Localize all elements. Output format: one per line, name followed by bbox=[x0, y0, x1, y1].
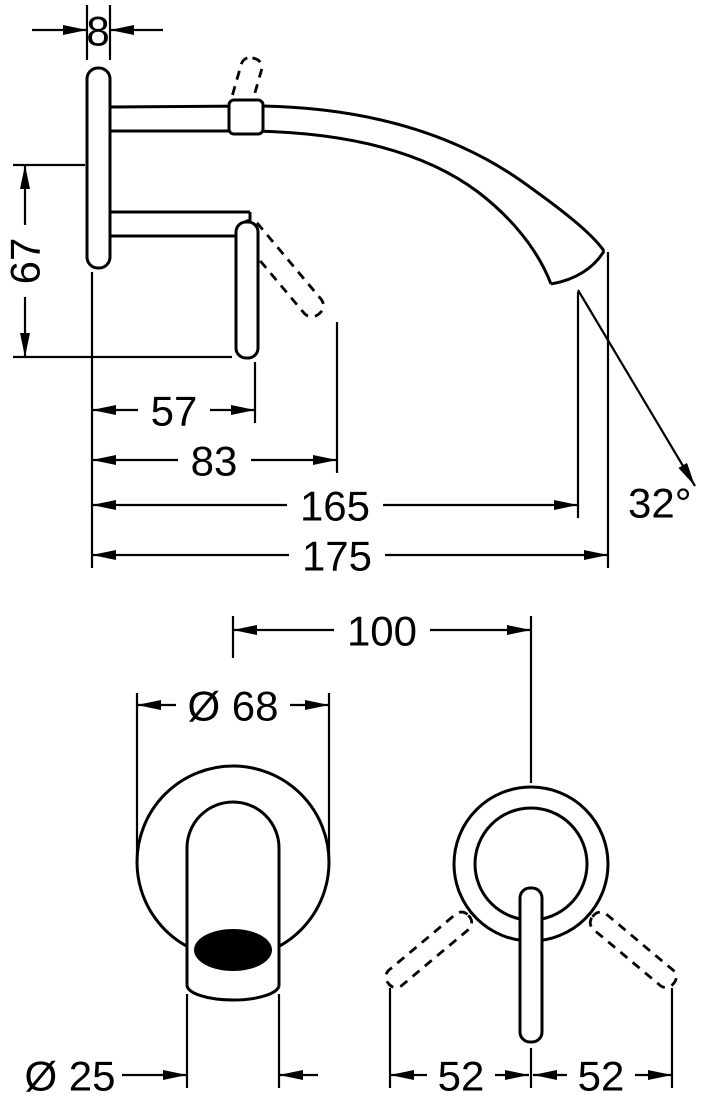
lever-side bbox=[234, 220, 260, 360]
spout-bottom-contour bbox=[110, 129, 553, 285]
handle-lever-front bbox=[518, 886, 544, 1044]
dim-label-d68: Ø 68 bbox=[187, 683, 278, 730]
dim-height-67: 67 bbox=[2, 163, 232, 359]
dim-escutcheon-diameter: Ø 68 bbox=[135, 683, 331, 858]
dim-label-d25: Ø 25 bbox=[24, 1053, 115, 1100]
dim-depth-57: 57 bbox=[92, 362, 257, 435]
spout-front-view bbox=[135, 764, 331, 1002]
dim-plate-thickness: 8 bbox=[32, 5, 163, 60]
dim-label-67: 67 bbox=[2, 238, 49, 285]
valve-body-side bbox=[110, 210, 252, 238]
wall-escutcheon-side bbox=[85, 66, 112, 270]
lever-hub-side bbox=[227, 98, 265, 136]
handle-front-view bbox=[384, 785, 678, 1044]
dim-label-8: 8 bbox=[86, 8, 109, 55]
dim-label-100: 100 bbox=[347, 608, 417, 655]
handle-lever-dashed-right bbox=[588, 910, 678, 989]
dim-label-165: 165 bbox=[300, 483, 370, 530]
spout-top-contour bbox=[109, 104, 606, 252]
dim-lever-swing: 52 52 bbox=[388, 988, 674, 1100]
dim-label-175: 175 bbox=[302, 533, 372, 580]
dim-label-83: 83 bbox=[191, 438, 238, 485]
spout-outlet-opening bbox=[194, 929, 272, 971]
side-view bbox=[85, 56, 696, 487]
dim-label-57: 57 bbox=[151, 388, 198, 435]
dim-depth-83: 83 bbox=[92, 322, 339, 485]
spout-outlet-edge bbox=[550, 250, 606, 286]
stream-angle-line bbox=[577, 289, 696, 487]
dim-label-52-left: 52 bbox=[438, 1053, 485, 1100]
handle-lever-dashed-left bbox=[384, 910, 474, 989]
dim-label-52-right: 52 bbox=[578, 1053, 625, 1100]
dim-spout-diameter: Ø 25 bbox=[24, 994, 318, 1100]
dim-depth-175: 175 bbox=[92, 252, 610, 580]
dim-depth-165: 165 bbox=[92, 292, 580, 530]
dim-center-distance-100: 100 bbox=[231, 608, 533, 783]
dim-label-angle: 32° bbox=[628, 480, 692, 527]
